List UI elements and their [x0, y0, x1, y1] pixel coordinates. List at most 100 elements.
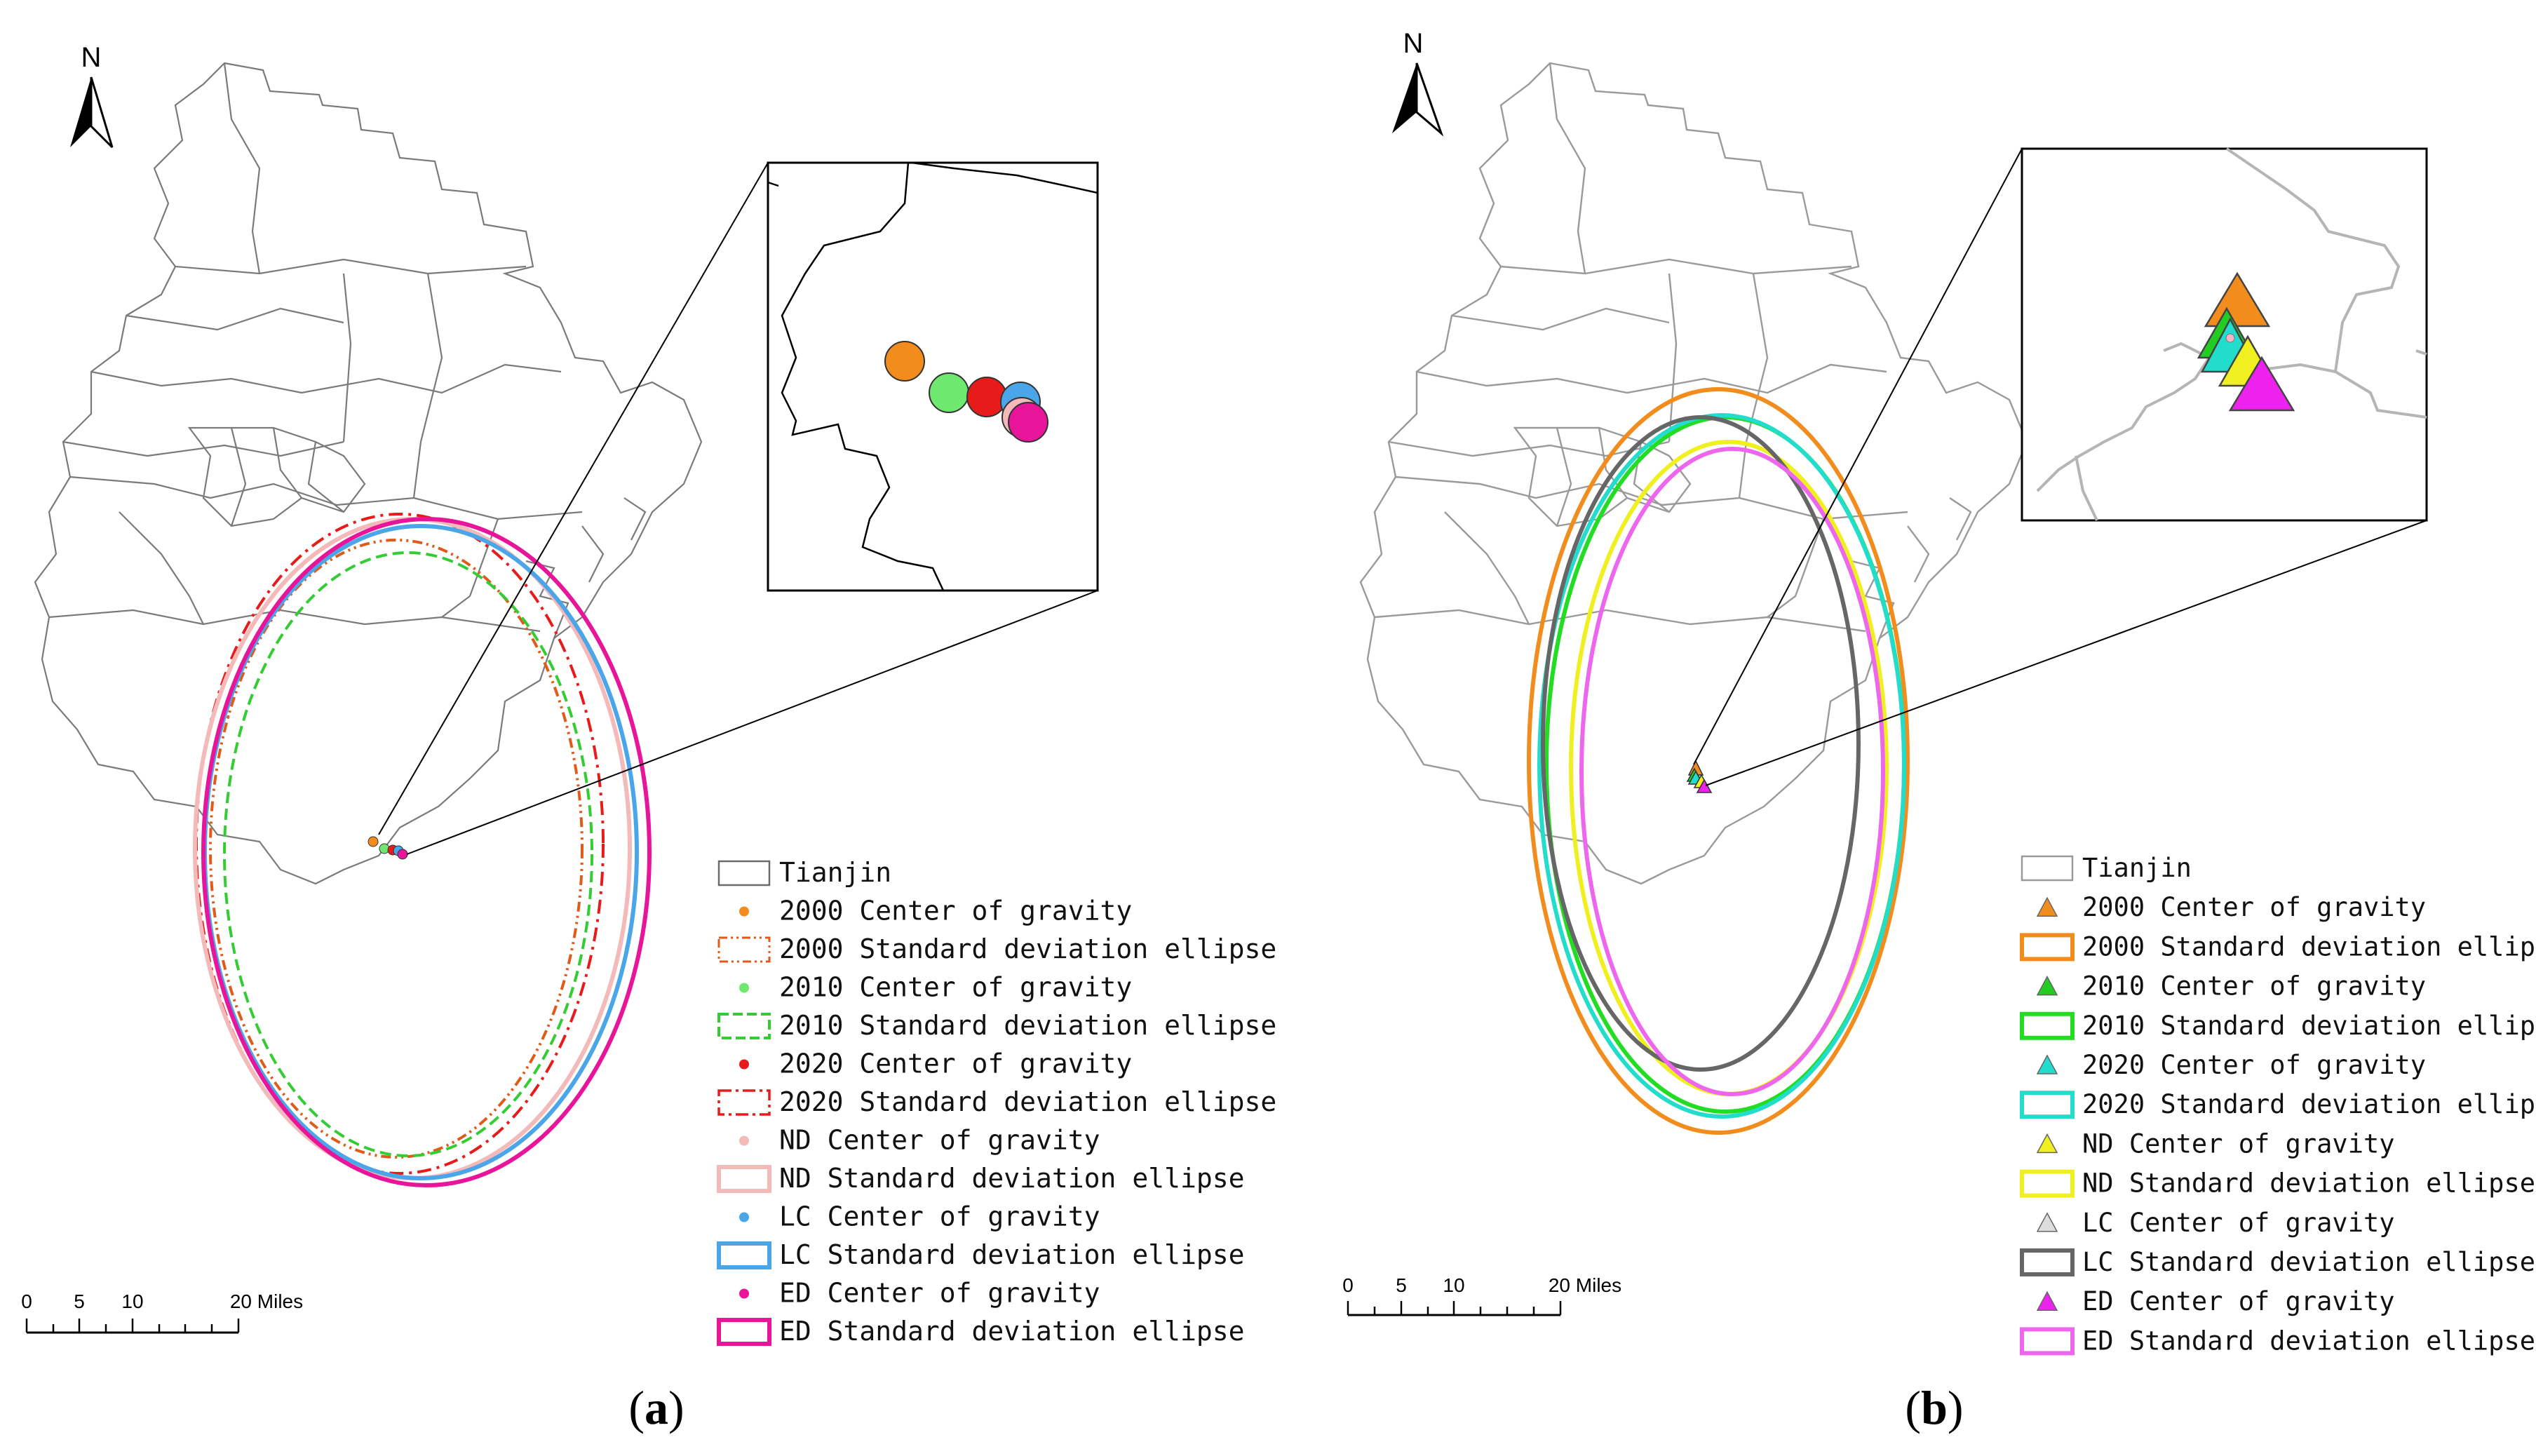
legend-symbol — [717, 1013, 771, 1039]
legend-symbol — [739, 1212, 749, 1222]
legend-label: ND Center of gravity — [2082, 1128, 2395, 1159]
inset-b — [2021, 147, 2428, 522]
legend-item: 2010 Standard deviation ellipse — [2020, 1011, 2536, 1041]
legend-label: ED Center of gravity — [779, 1278, 1100, 1309]
legend-symbol — [717, 1318, 771, 1346]
legend-symbol — [2020, 1248, 2075, 1276]
ellipse-ed-a — [201, 517, 652, 1187]
legend-item: LC Center of gravity — [2036, 1208, 2395, 1238]
legend-item: 2020 Center of gravity — [2036, 1050, 2426, 1080]
svg-text:10: 10 — [1443, 1274, 1464, 1296]
legend-item: ED Center of gravity — [739, 1278, 1100, 1309]
legend-item: 2010 Center of gravity — [739, 972, 1132, 1003]
legend-b: Tianjin 2000 Center of gravity 2000 Standa… — [2020, 853, 2536, 1356]
legend-symbol — [2036, 896, 2058, 917]
legend-symbol — [2036, 1212, 2058, 1232]
ellipse-nd-a — [193, 517, 632, 1180]
legend-symbol — [2036, 1133, 2058, 1154]
legend-symbol — [717, 936, 771, 963]
centers-b — [1686, 760, 1713, 793]
legend-symbol — [739, 983, 749, 993]
panel-label-a: (a) — [628, 1381, 684, 1434]
legend-item: ED Standard deviation ellipse — [2020, 1326, 2535, 1356]
legend-item: ED Center of gravity — [2036, 1286, 2395, 1316]
legend-label: LC Standard deviation ellipse — [779, 1239, 1244, 1270]
legend-item: 2000 Standard deviation ellipse — [717, 933, 1276, 964]
legend-symbol — [2036, 976, 2058, 996]
legend-item: ND Center of gravity — [739, 1125, 1100, 1156]
legend-item: LC Center of gravity — [739, 1201, 1100, 1232]
legend-label: LC Center of gravity — [2082, 1208, 2395, 1238]
legend-item: 2020 Standard deviation ellipse — [717, 1086, 1276, 1117]
legend-item: 2010 Center of gravity — [2036, 971, 2426, 1002]
legend-symbol — [2020, 1091, 2075, 1119]
legend-label: 2000 Standard deviation ellipse — [2082, 931, 2536, 962]
legend-label: Tianjin — [2082, 853, 2192, 883]
legend-symbol — [2020, 1169, 2075, 1198]
legend-item: Tianjin — [717, 857, 891, 888]
ellipses-b — [1527, 387, 1910, 1135]
legend-label: 2000 Center of gravity — [2082, 892, 2426, 922]
legend-symbol — [2020, 1327, 2075, 1356]
legend-symbol — [2020, 933, 2075, 962]
legend-item: LC Standard deviation ellipse — [717, 1239, 1244, 1270]
scale-bar-a: 0 5 10 20 Miles — [21, 1290, 303, 1334]
legend-item: ND Standard deviation ellipse — [717, 1163, 1244, 1194]
legend-symbol — [717, 1089, 771, 1116]
svg-text:N: N — [81, 42, 102, 73]
legend-item: ND Center of gravity — [2036, 1128, 2395, 1159]
ellipse-2000-a — [209, 539, 584, 1159]
svg-text:0: 0 — [21, 1290, 32, 1312]
ellipse-lc-b — [1541, 415, 1861, 1072]
legend-label: LC Center of gravity — [779, 1201, 1100, 1232]
legend-symbol — [717, 1165, 771, 1193]
zoom-leaders-a — [378, 162, 1098, 855]
legend-symbol — [739, 1135, 749, 1146]
legend-label: ED Center of gravity — [2082, 1286, 2395, 1316]
legend-item: 2010 Standard deviation ellipse — [717, 1010, 1276, 1041]
legend-label: 2010 Center of gravity — [779, 972, 1132, 1003]
legend-item: 2000 Center of gravity — [739, 896, 1132, 926]
inset-a — [767, 161, 1099, 592]
legend-symbol — [739, 906, 749, 917]
svg-text:10: 10 — [121, 1290, 143, 1312]
legend-item: 2020 Center of gravity — [739, 1049, 1132, 1079]
north-arrow-b: N — [1392, 28, 1444, 137]
tianjin-map-a — [34, 62, 703, 885]
legend-symbol — [717, 860, 771, 887]
legend-label: Tianjin — [779, 857, 891, 888]
legend-a: Tianjin 2000 Center of gravity 2000 Standa… — [717, 857, 1276, 1347]
legend-symbol — [2021, 855, 2074, 882]
ellipses-a — [193, 513, 652, 1187]
panel-label-b: (b) — [1905, 1381, 1963, 1434]
centers-a — [367, 836, 408, 860]
svg-text:0: 0 — [1342, 1274, 1354, 1296]
legend-label: 2010 Standard deviation ellipse — [779, 1010, 1276, 1041]
ellipse-2000-b — [1527, 387, 1910, 1135]
scale-bar-b: 0 5 10 20 Miles — [1342, 1274, 1621, 1316]
legend-item: ND Standard deviation ellipse — [2020, 1168, 2535, 1199]
legend-label: 2000 Standard deviation ellipse — [779, 933, 1276, 964]
legend-item: 2020 Standard deviation ellipse — [2020, 1089, 2536, 1119]
ellipse-2010-a — [223, 551, 593, 1157]
svg-text:N: N — [1403, 28, 1424, 59]
legend-symbol — [739, 1059, 749, 1070]
ellipse-ed-b — [1579, 447, 1885, 1096]
legend-label: 2020 Standard deviation ellipse — [779, 1086, 1276, 1117]
legend-label: ED Standard deviation ellipse — [2082, 1326, 2535, 1356]
legend-symbol — [2036, 1290, 2058, 1311]
svg-text:20 Miles: 20 Miles — [1549, 1274, 1621, 1296]
legend-symbol — [2036, 1054, 2058, 1074]
legend-symbol — [2020, 1011, 2075, 1040]
legend-label: 2000 Center of gravity — [779, 896, 1132, 926]
svg-text:5: 5 — [74, 1290, 85, 1312]
zoom-leaders-b — [1693, 148, 2427, 786]
legend-item: 2000 Center of gravity — [2036, 892, 2426, 922]
tianjin-map-b — [1359, 62, 2028, 885]
legend-label: ND Standard deviation ellipse — [2082, 1168, 2535, 1199]
legend-label: LC Standard deviation ellipse — [2082, 1247, 2535, 1277]
legend-item: 2000 Standard deviation ellipse — [2020, 931, 2536, 962]
